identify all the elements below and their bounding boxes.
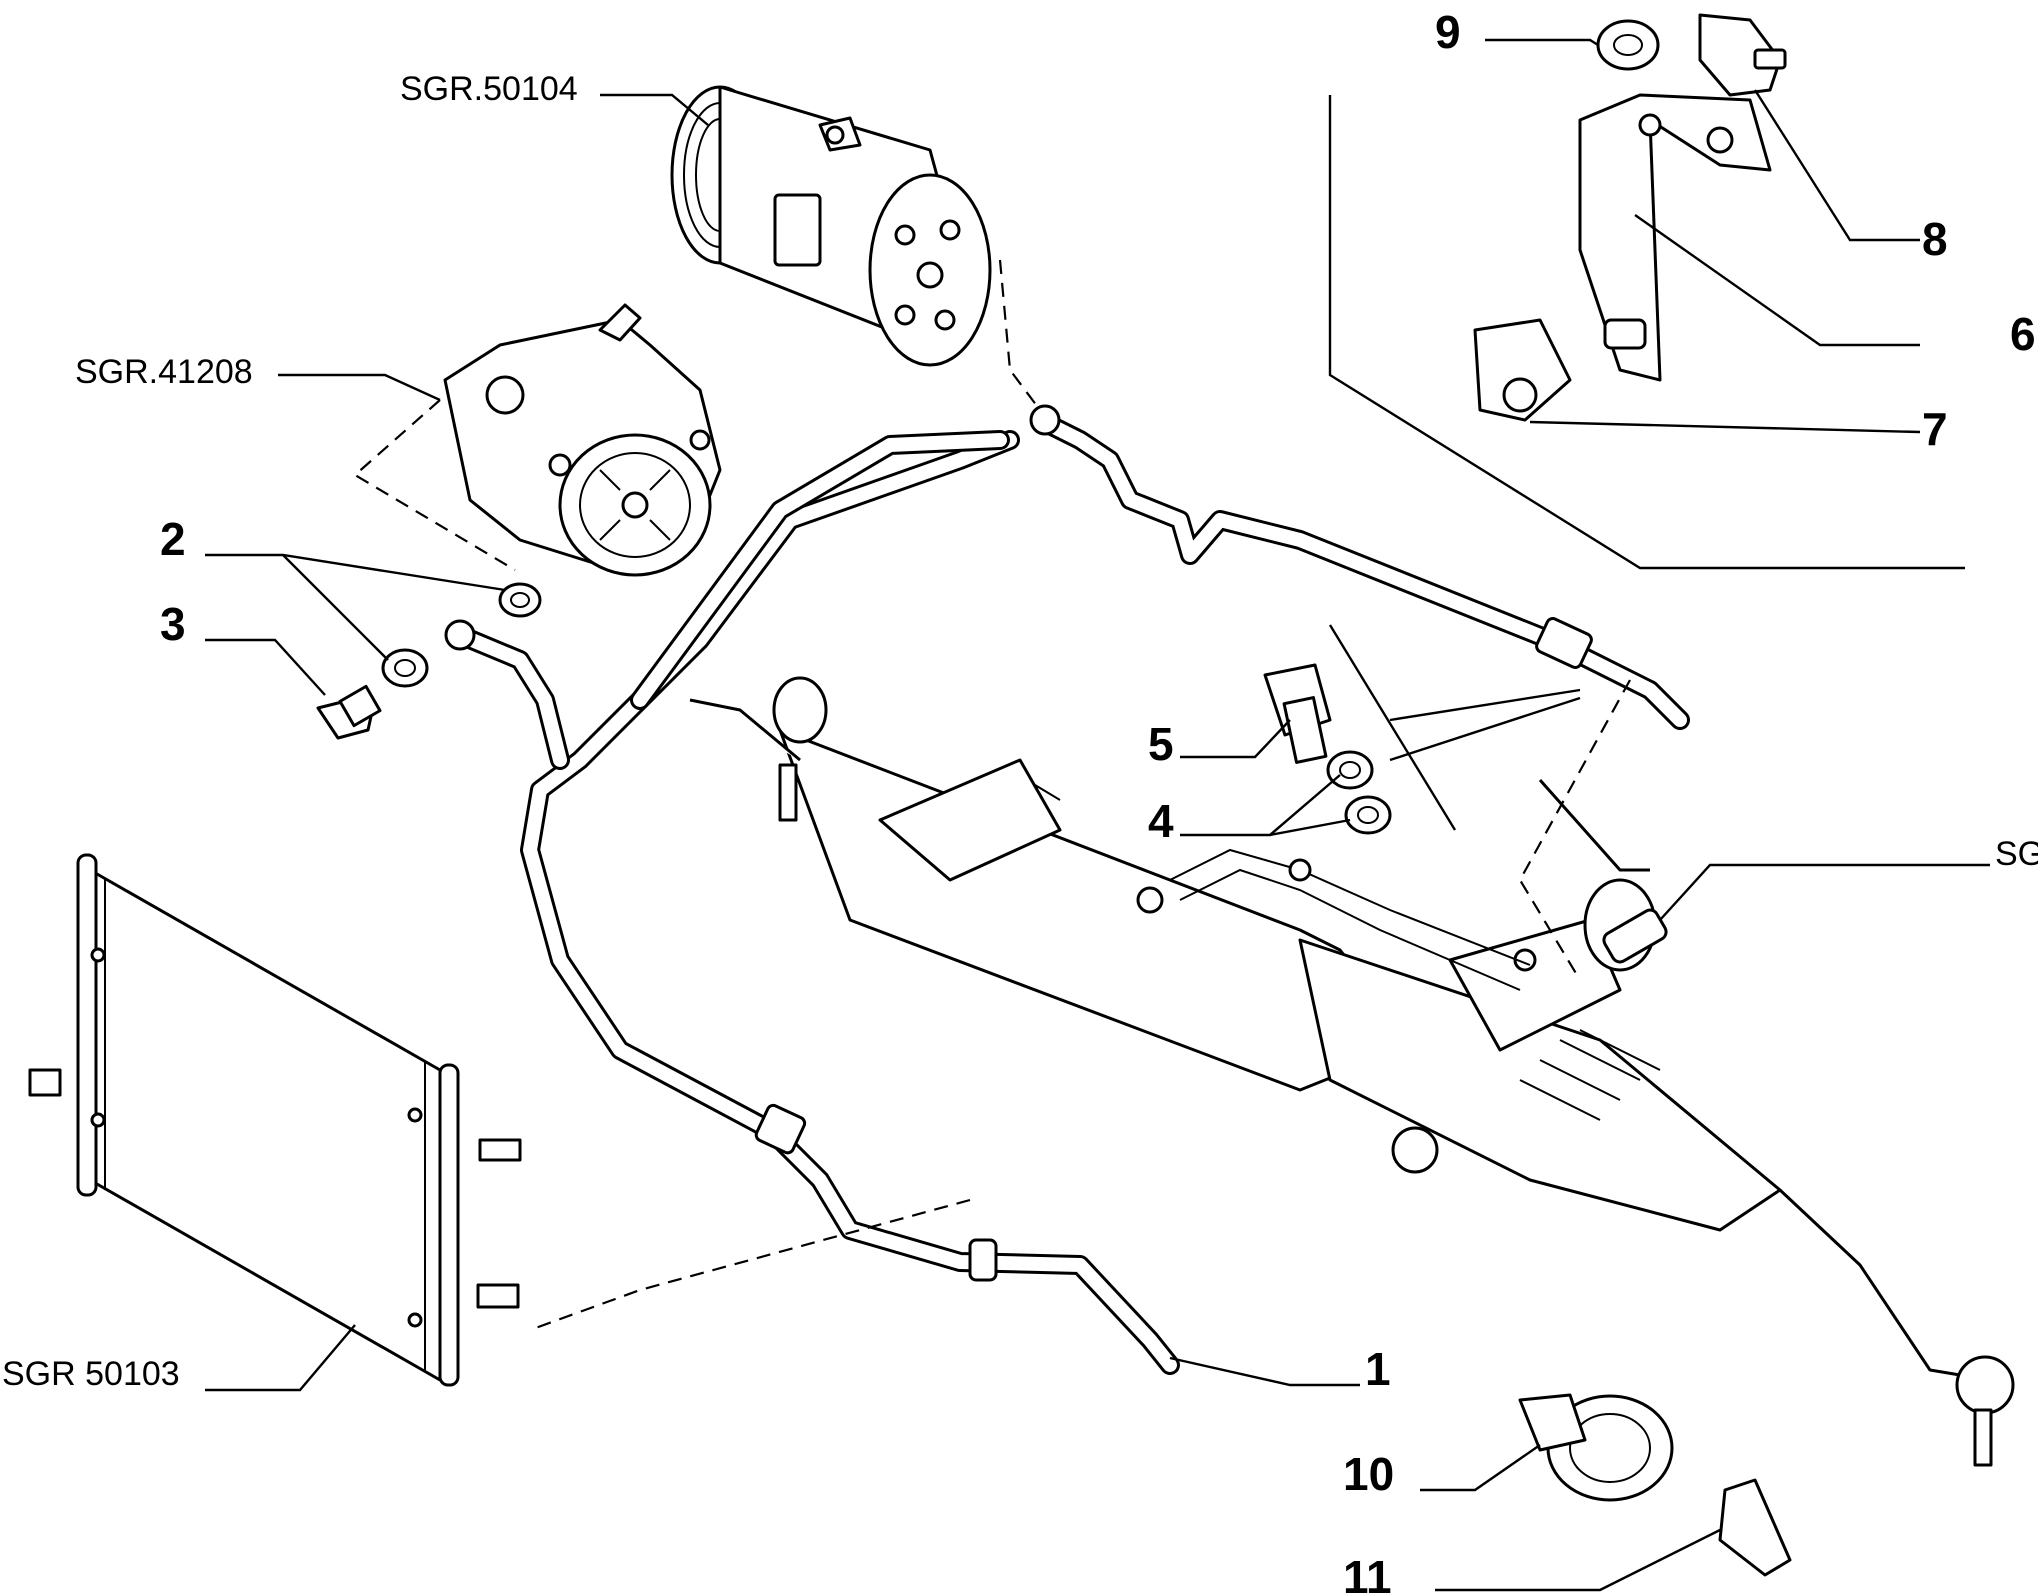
ac-compressor bbox=[670, 85, 992, 367]
label-sgr-41201: SGR.41201 bbox=[1995, 835, 2038, 873]
leader-lines bbox=[205, 38, 1990, 1592]
label-part-8: 8 bbox=[1922, 213, 1948, 265]
label-part-2: 2 bbox=[160, 513, 186, 565]
label-sgr-50103: SGR 50103 bbox=[2, 1355, 180, 1393]
label-part-7: 7 bbox=[1922, 403, 1948, 455]
condenser bbox=[28, 853, 522, 1387]
label-sgr-41208: SGR.41208 bbox=[75, 353, 253, 391]
hardware-parts bbox=[316, 13, 1792, 1577]
label-part-1: 1 bbox=[1365, 1343, 1391, 1395]
steering-rack bbox=[689, 676, 2015, 1467]
power-steering-pump bbox=[443, 303, 722, 577]
label-sgr-50104: SGR.50104 bbox=[400, 70, 578, 108]
label-part-5: 5 bbox=[1148, 718, 1174, 770]
label-part-10: 10 bbox=[1343, 1448, 1394, 1500]
hoses bbox=[444, 404, 1690, 1375]
label-part-3: 3 bbox=[160, 598, 186, 650]
label-part-9: 9 bbox=[1435, 6, 1461, 58]
labels: SGR.50104 SGR.41208 SGR.41201 SGR 50103 … bbox=[2, 6, 2038, 1593]
label-part-6: 6 bbox=[2010, 308, 2036, 360]
label-part-4: 4 bbox=[1148, 795, 1174, 847]
label-part-11: 11 bbox=[1343, 1551, 1392, 1593]
